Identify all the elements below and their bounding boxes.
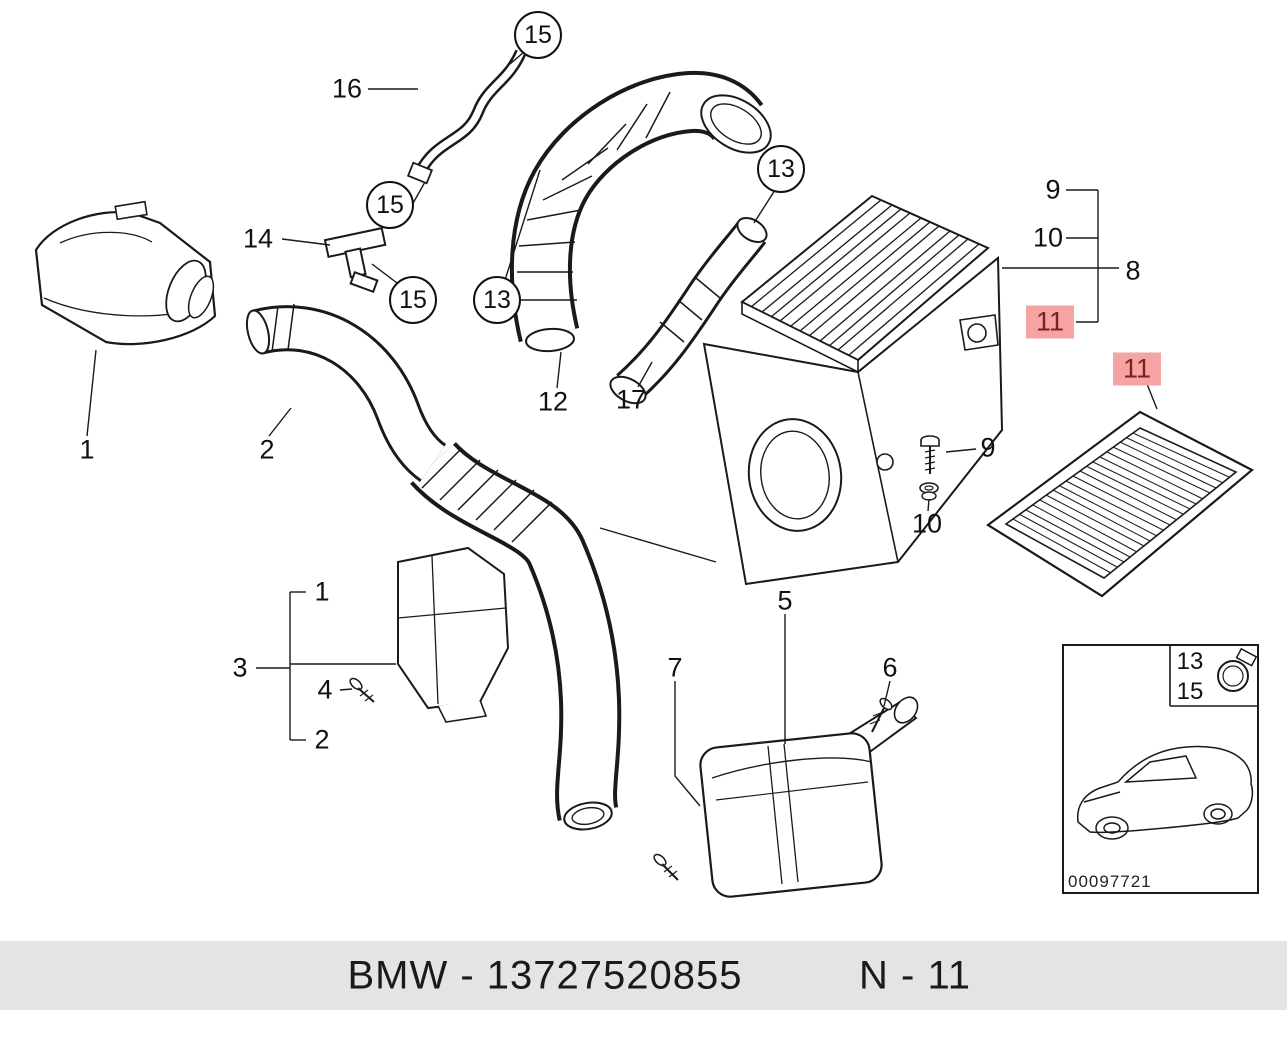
callout-9-screw-top[interactable]: 9 [1045, 174, 1061, 205]
part10-washer-art [919, 482, 939, 501]
callout-10-washer-top[interactable]: 10 [1032, 222, 1064, 253]
callout-8-housing[interactable]: 8 [1125, 255, 1141, 286]
legend-label-15: 15 [1176, 678, 1204, 705]
callout-2-bracket[interactable]: 2 [314, 724, 330, 755]
callout-9-screw-mid[interactable]: 9 [980, 432, 996, 463]
part12-corrugated-elbow-art [509, 70, 772, 353]
part1-air-mass-sensor-art [34, 200, 217, 346]
part17-duct-art [609, 217, 768, 405]
callout-15-clamp-mid[interactable]: 15 [366, 181, 414, 229]
callout-11-filter-element[interactable]: 11 [1112, 352, 1162, 386]
part5-resonator-art [699, 696, 919, 898]
callout-15-clamp-low[interactable]: 15 [389, 276, 437, 324]
callout-2-boot[interactable]: 2 [259, 434, 275, 465]
diagram-code: 00097721 [1068, 872, 1152, 891]
callout-14-tpiece[interactable]: 14 [242, 223, 274, 254]
callout-3-duct[interactable]: 3 [232, 652, 248, 683]
part6-screw-art [869, 697, 893, 733]
callout-13-clamp-left[interactable]: 13 [473, 276, 521, 324]
lower-screw-art [653, 853, 679, 881]
part11-filter-element-art [986, 410, 1254, 598]
part16-vent-hose-art [406, 49, 527, 185]
callout-1-air-mass-sensor[interactable]: 1 [79, 434, 95, 465]
callout-5-resonator[interactable]: 5 [777, 585, 793, 616]
part8-filter-housing-art [702, 194, 1004, 586]
footer-bar: BMW - 13727520855 N - 11 [0, 941, 1287, 1010]
legend-box-art [1062, 644, 1259, 894]
callout-17-duct[interactable]: 17 [615, 384, 647, 415]
footer-sheet-ref: N - 11 [859, 953, 971, 997]
callout-7-bracket[interactable]: 7 [667, 652, 683, 683]
callout-12-elbow[interactable]: 12 [537, 386, 569, 417]
part3-intake-duct-art [397, 441, 622, 831]
car-silhouette-icon [1076, 745, 1254, 840]
callout-10-washer-mid[interactable]: 10 [911, 508, 943, 539]
footer-part-number: BMW - 13727520855 [347, 953, 743, 997]
callout-11-selected[interactable]: 11 [1025, 305, 1075, 339]
callout-4-screw[interactable]: 4 [317, 674, 333, 705]
part2-intake-boot-art [245, 303, 448, 482]
callout-15-clamp-top[interactable]: 15 [514, 11, 562, 59]
callout-16-hose[interactable]: 16 [331, 73, 363, 104]
callout-1-bracket[interactable]: 1 [314, 576, 330, 607]
part4-screw-art [349, 677, 375, 703]
callout-6-screw[interactable]: 6 [882, 652, 898, 683]
part9-screw-art [920, 435, 940, 474]
part14-tpiece-art [323, 226, 387, 294]
legend-label-13: 13 [1176, 648, 1204, 675]
callout-13-clamp-right[interactable]: 13 [757, 145, 805, 193]
